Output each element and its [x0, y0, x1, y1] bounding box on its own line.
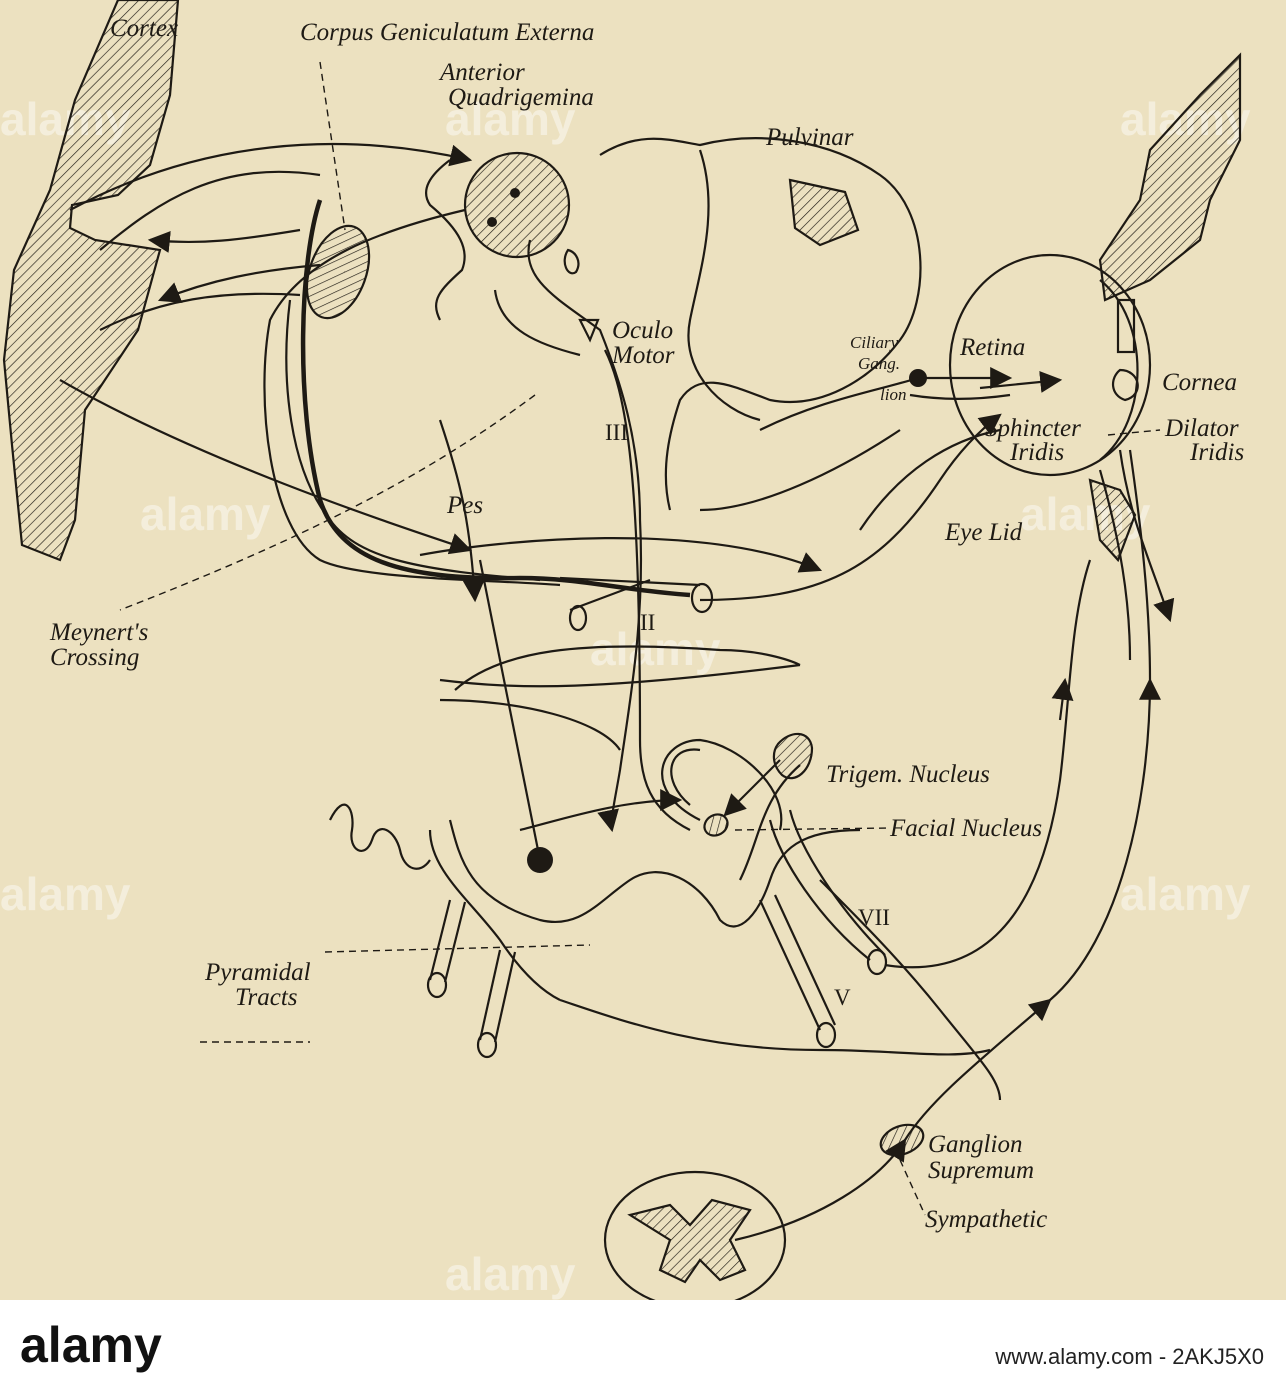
- oculo-label-line2: Motor: [611, 342, 675, 369]
- meynert-label-line1: Meynert's: [49, 619, 148, 646]
- ciliary-label-line1: Ciliary: [850, 333, 899, 352]
- corpus-geniculatum-shape: [463, 151, 571, 259]
- diagram-figure: alamy alamy alamy alamy alamy alamy alam…: [0, 0, 1286, 1300]
- svg-text:alamy: alamy: [0, 868, 131, 920]
- ciliary-label-line2: Gang.: [858, 354, 900, 373]
- cortex-shape: [2, 0, 180, 562]
- trigeminal-nucleus-shape: [772, 732, 814, 780]
- oculomotor-nucleus-shape: [578, 318, 600, 343]
- ciliary-label-line3: lion: [880, 385, 906, 404]
- sphincter-label-line2: Iridis: [1009, 439, 1064, 466]
- ganglion-label-line1: Ganglion: [928, 1131, 1022, 1158]
- lateral-nucleus-shape: [305, 224, 371, 320]
- corpus-label-line1: Corpus Geniculatum Externa: [300, 19, 594, 46]
- svg-text:alamy: alamy: [445, 1248, 576, 1300]
- dilator-label-line2: Iridis: [1189, 439, 1244, 466]
- pulvinar-label: Pulvinar: [765, 124, 854, 151]
- footer-brand-logo: alamy: [20, 1317, 162, 1373]
- oculo-label-line1: Oculo: [612, 317, 673, 344]
- nerve-ii-label: II: [640, 610, 655, 635]
- pons-outline: [439, 645, 801, 751]
- sphincter-label-line1: Sphincter: [985, 415, 1081, 442]
- facial-nucleus-shape: [703, 813, 729, 837]
- svg-text:alamy: alamy: [445, 93, 576, 145]
- stock-id-text: www.alamy.com - 2AKJ5X0: [995, 1344, 1264, 1369]
- svg-text:alamy: alamy: [140, 488, 271, 540]
- eyeball-shape: [948, 253, 1152, 477]
- footer-bar: alamy www.alamy.com - 2AKJ5X0: [0, 1300, 1286, 1390]
- ganglion-supremum-shape: [879, 1123, 925, 1157]
- meynert-label-line2: Crossing: [50, 644, 139, 671]
- corneal-tissue-shape: [1098, 52, 1242, 302]
- pes-label: Pes: [446, 492, 483, 519]
- brain-outline: [424, 137, 922, 511]
- corpus-label-line3: Quadrigemina: [448, 84, 594, 111]
- svg-text:alamy: alamy: [1120, 868, 1251, 920]
- spinal-grey-matter: [627, 1198, 752, 1284]
- sympathetic-label: Sympathetic: [925, 1206, 1047, 1233]
- pes-nucleus-node: [527, 847, 553, 873]
- spinal-cord-section: [603, 1170, 787, 1300]
- nerve-vii-label: VII: [858, 905, 890, 930]
- pulvinar-shape: [788, 178, 860, 247]
- trigem-label: Trigem. Nucleus: [826, 761, 990, 788]
- cortex-label: Cortex: [110, 15, 178, 42]
- nerve-v-label: V: [834, 985, 851, 1010]
- corpus-label-line2: Anterior: [438, 59, 525, 86]
- facial-label: Facial Nucleus: [889, 815, 1042, 842]
- ganglion-label-line2: Supremum: [928, 1157, 1034, 1184]
- pyramidal-label-line1: Pyramidal: [204, 959, 311, 986]
- pyramidal-label-line2: Tracts: [235, 984, 298, 1011]
- eye-lid-label: Eye Lid: [944, 519, 1023, 546]
- dilator-label-line1: Dilator: [1164, 415, 1239, 442]
- cornea-label: Cornea: [1162, 369, 1237, 396]
- retina-label: Retina: [959, 334, 1025, 361]
- cornea-shape: [1099, 279, 1139, 461]
- neural-pathway-diagram: alamy alamy alamy alamy alamy alamy alam…: [0, 0, 1251, 1300]
- nerve-iii-label: III: [605, 420, 628, 445]
